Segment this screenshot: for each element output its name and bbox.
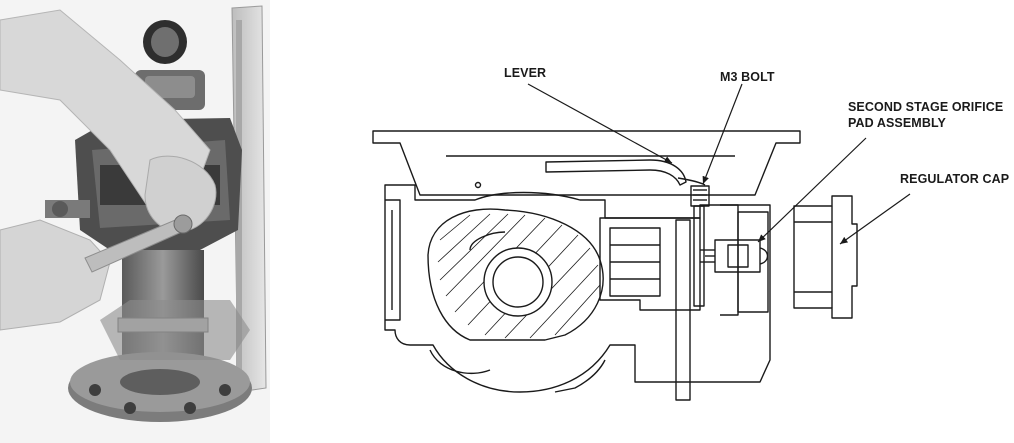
m3-bolt-part (690, 185, 710, 207)
m3-bolt-leader (702, 83, 743, 185)
top-plate (372, 130, 801, 196)
leader-lines (527, 83, 911, 245)
second-stage-orifice-label-line1: SECOND STAGE ORIFICE (848, 100, 1004, 114)
photo-panel (0, 0, 270, 443)
lever-leader (527, 83, 673, 164)
valve-body (384, 184, 771, 393)
second-stage-leader (757, 137, 867, 243)
second-stage-orifice-label-line2: PAD ASSEMBLY (848, 116, 946, 130)
lever-label: LEVER (504, 66, 547, 80)
regulator-cap-label: REGULATOR CAP (900, 172, 1010, 186)
m3-bolt-label: M3 BOLT (720, 70, 775, 84)
regulator-cap-leader (839, 193, 911, 245)
inner-housing (599, 217, 701, 311)
regulator-cap-part (793, 195, 858, 319)
cross-section-drawing (372, 130, 858, 401)
lever-part (545, 159, 687, 186)
